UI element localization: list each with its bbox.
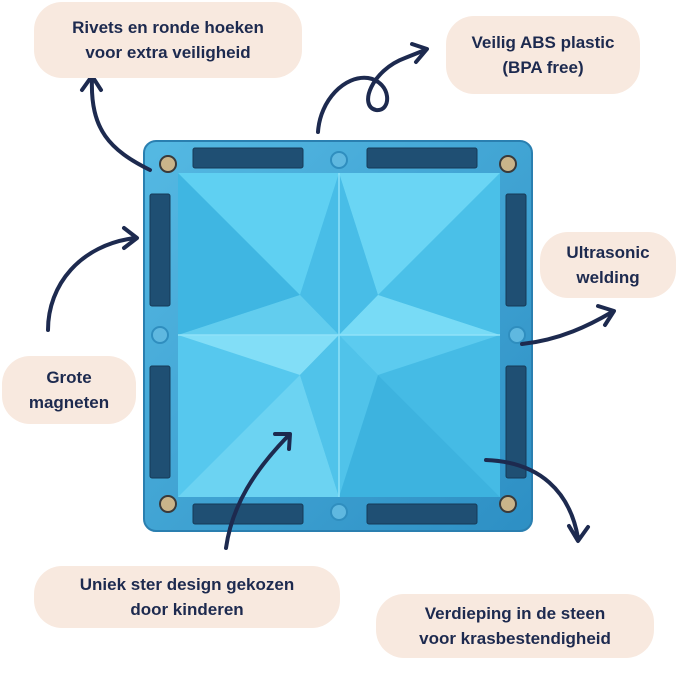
rivet-icon bbox=[330, 503, 348, 521]
curved-arrow-icon bbox=[596, 304, 616, 327]
callout-star-design-line1: Uniek ster design gekozen bbox=[79, 575, 295, 594]
callout-ultrasonic-line1: Ultrasonic bbox=[566, 243, 650, 262]
callout-abs: Veilig ABS plastic (BPA free) bbox=[446, 16, 640, 94]
rivet-icon bbox=[330, 151, 348, 169]
curved-arrow-icon bbox=[484, 458, 580, 540]
callout-rivets: Rivets en ronde hoeken voor extra veilig… bbox=[34, 2, 302, 78]
star-design bbox=[178, 173, 500, 497]
callout-recess-line2: voor krasbestendigheid bbox=[419, 629, 611, 648]
rivet-icon bbox=[151, 326, 169, 344]
callout-rivets-line2: voor extra veiligheid bbox=[85, 43, 251, 62]
magnet-bar-icon bbox=[149, 365, 171, 479]
callout-rivets-line1: Rivets en ronde hoeken bbox=[72, 18, 264, 37]
rivet-icon bbox=[499, 155, 517, 173]
callout-recess-line1: Verdieping in de steen bbox=[424, 604, 606, 623]
callout-magnets-line1: Grote bbox=[46, 368, 92, 387]
curved-arrow-icon bbox=[224, 434, 290, 550]
magnet-bar-icon bbox=[149, 193, 171, 307]
magnet-bar-icon bbox=[366, 147, 478, 169]
callout-star-design: Uniek ster design gekozen door kinderen bbox=[34, 566, 340, 628]
rivet-icon bbox=[159, 155, 177, 173]
curved-arrow-icon bbox=[410, 42, 429, 64]
curved-arrow-icon bbox=[316, 48, 427, 134]
curved-arrow-icon bbox=[567, 524, 590, 543]
rivet-icon bbox=[499, 495, 517, 513]
callout-ultrasonic: Ultrasonic welding bbox=[540, 232, 676, 298]
curved-arrow-icon bbox=[122, 226, 139, 250]
magnet-bars bbox=[149, 147, 527, 525]
rivet-icon bbox=[508, 326, 526, 344]
rivet-icon bbox=[159, 495, 177, 513]
callout-recess: Verdieping in de steen voor krasbestendi… bbox=[376, 594, 654, 658]
rivets bbox=[151, 151, 526, 521]
callout-star-design-line2: door kinderen bbox=[130, 600, 244, 619]
magnet-bar-icon bbox=[192, 503, 304, 525]
curved-arrow-icon bbox=[520, 310, 614, 346]
magnet-bar-icon bbox=[366, 503, 478, 525]
callout-abs-line1: Veilig ABS plastic bbox=[471, 33, 615, 52]
curved-arrow-icon bbox=[89, 76, 152, 172]
magnet-bar-icon bbox=[192, 147, 304, 169]
magnet-bar-icon bbox=[505, 365, 527, 479]
curved-arrow-icon bbox=[46, 236, 137, 332]
callout-magnets-line2: magneten bbox=[28, 393, 110, 412]
callout-abs-line2: (BPA free) bbox=[502, 58, 584, 77]
callout-magnets: Grote magneten bbox=[2, 356, 136, 424]
curved-arrow-icon bbox=[273, 432, 292, 451]
callout-ultrasonic-line2: welding bbox=[576, 268, 640, 287]
magnet-bar-icon bbox=[505, 193, 527, 307]
arrows bbox=[46, 42, 616, 550]
